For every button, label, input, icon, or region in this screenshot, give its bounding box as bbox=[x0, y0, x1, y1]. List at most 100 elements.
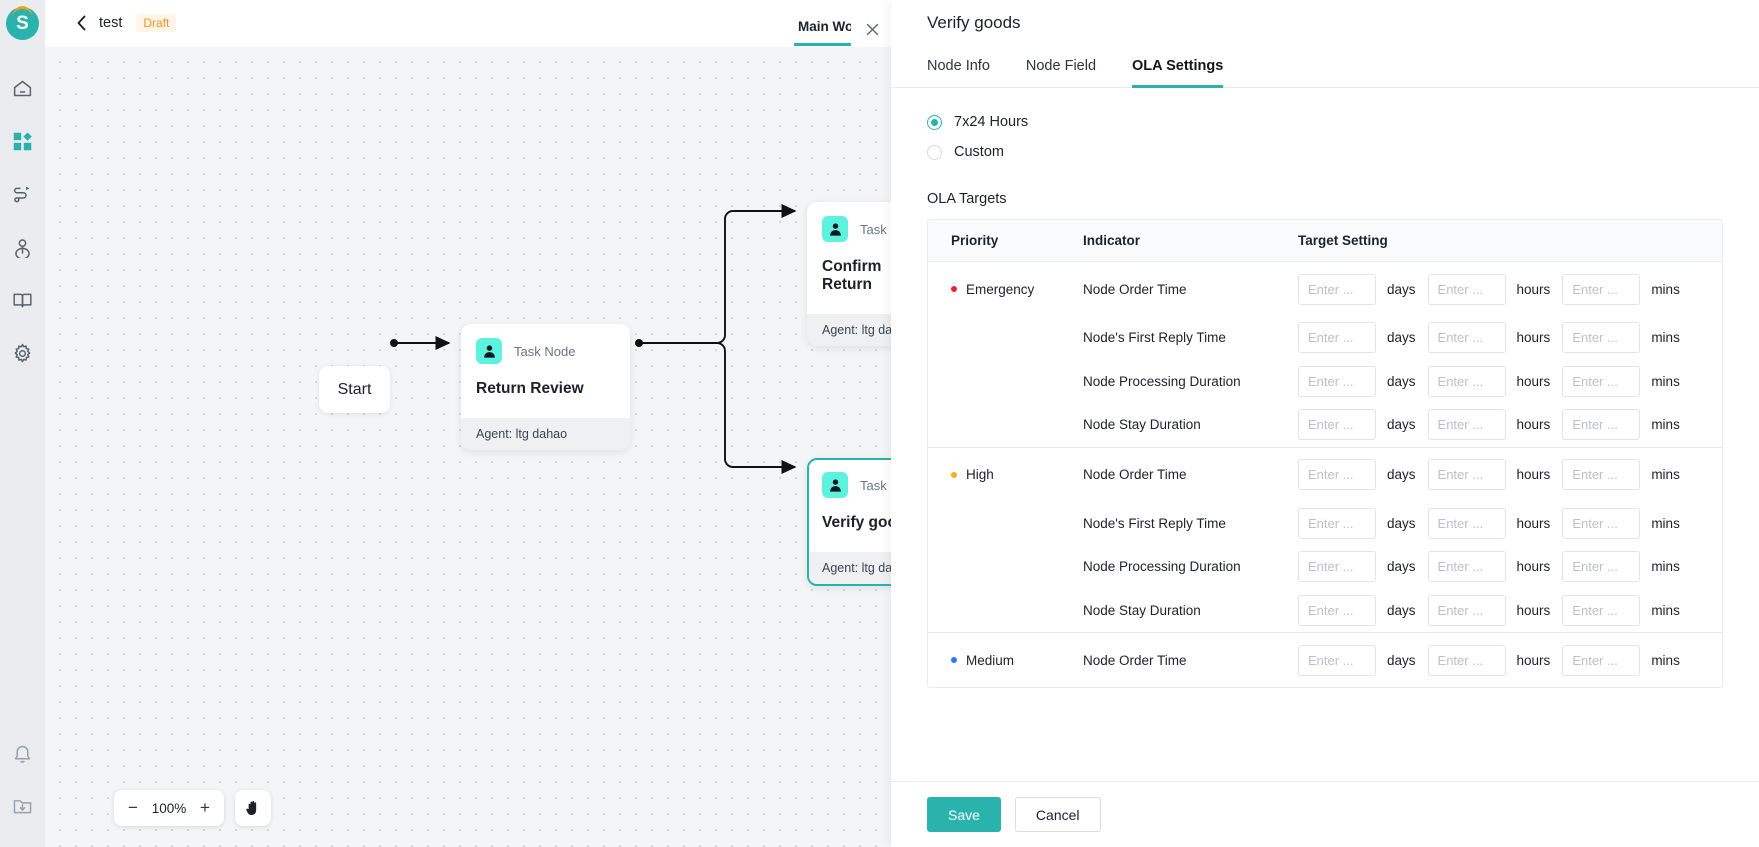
node-agent-label: Agent: ltg dahao bbox=[461, 417, 630, 450]
target-setting-cell: dayshoursmins bbox=[1298, 644, 1680, 676]
zoom-in-button[interactable]: + bbox=[200, 798, 210, 817]
unit-label-days: days bbox=[1387, 330, 1416, 346]
person-icon bbox=[476, 338, 502, 364]
priority-cell: Medium bbox=[928, 653, 1083, 668]
target-mins-input[interactable] bbox=[1562, 551, 1641, 583]
target-hours-input[interactable] bbox=[1427, 551, 1506, 583]
sidebar-item-users[interactable] bbox=[0, 221, 45, 274]
unit-label-days: days bbox=[1387, 467, 1416, 482]
unit-label-days: days bbox=[1387, 652, 1416, 668]
target-mins-input[interactable] bbox=[1562, 507, 1641, 539]
target-days-input[interactable] bbox=[1298, 273, 1376, 305]
node-type-label: Task Node bbox=[514, 343, 576, 359]
node-title: Confirm Return bbox=[822, 258, 882, 293]
target-days-input[interactable] bbox=[1298, 644, 1376, 676]
sidebar-item-settings[interactable] bbox=[0, 327, 45, 380]
target-hours-input[interactable] bbox=[1427, 507, 1506, 539]
column-header-priority: Priority bbox=[951, 233, 999, 248]
target-mins-input[interactable] bbox=[1562, 273, 1641, 305]
target-setting-cell: dayshoursmins bbox=[1298, 322, 1680, 354]
unit-label-mins: mins bbox=[1651, 559, 1680, 575]
pan-tool-button[interactable] bbox=[235, 790, 271, 826]
sidebar-item-workflow[interactable] bbox=[0, 168, 45, 221]
priority-label: Emergency bbox=[966, 281, 1035, 297]
sidebar-item-notifications[interactable] bbox=[0, 727, 45, 780]
node-settings-panel: Verify goods Node Info Node Field OLA Se… bbox=[891, 0, 1759, 847]
zoom-out-button[interactable]: − bbox=[128, 798, 138, 817]
target-hours-input[interactable] bbox=[1427, 459, 1506, 490]
target-hours-input[interactable] bbox=[1427, 644, 1506, 676]
sidebar-item-apps[interactable] bbox=[0, 115, 45, 168]
unit-label-mins: mins bbox=[1651, 417, 1680, 433]
target-hours-input[interactable] bbox=[1427, 273, 1506, 305]
target-days-input[interactable] bbox=[1298, 409, 1376, 441]
unit-label-mins: mins bbox=[1651, 652, 1680, 668]
sidebar-item-downloads[interactable] bbox=[0, 780, 45, 833]
node-header: Task Node bbox=[476, 338, 615, 364]
priority-label: Medium bbox=[966, 652, 1015, 668]
zoom-control-group: − 100% + bbox=[114, 790, 224, 826]
target-days-input[interactable] bbox=[1298, 551, 1376, 583]
target-setting-cell: dayshoursmins bbox=[1298, 459, 1680, 490]
target-days-input[interactable] bbox=[1298, 365, 1376, 397]
unit-label-hours: hours bbox=[1516, 417, 1551, 433]
target-days-input[interactable] bbox=[1298, 459, 1376, 490]
target-mins-input[interactable] bbox=[1562, 644, 1641, 676]
tab-node-field[interactable]: Node Field bbox=[1025, 58, 1097, 74]
save-button[interactable]: Save bbox=[927, 797, 1001, 832]
sidebar-item-home[interactable] bbox=[0, 62, 45, 115]
edge-port-start bbox=[390, 339, 398, 347]
target-hours-input[interactable] bbox=[1427, 322, 1506, 354]
target-days-input[interactable] bbox=[1298, 322, 1376, 354]
target-hours-input[interactable] bbox=[1427, 365, 1506, 397]
ola-targets-label: OLA Targets bbox=[927, 191, 1007, 207]
target-mins-input[interactable] bbox=[1562, 459, 1641, 490]
close-x-glyph bbox=[866, 23, 879, 36]
tab-main-workflow[interactable]: Main Wo bbox=[794, 19, 851, 46]
unit-label-mins: mins bbox=[1651, 373, 1680, 389]
target-days-input[interactable] bbox=[1298, 594, 1376, 626]
node-return-review[interactable]: Task Node Return Review Agent: ltg dahao bbox=[461, 324, 630, 450]
node-start[interactable]: Start bbox=[319, 366, 390, 413]
radio-label: Custom bbox=[954, 144, 1004, 160]
status-badge: Draft bbox=[136, 14, 177, 32]
target-mins-input[interactable] bbox=[1562, 409, 1641, 441]
unit-label-days: days bbox=[1387, 281, 1416, 297]
target-setting-cell: dayshoursmins bbox=[1298, 409, 1680, 441]
apps-icon bbox=[13, 132, 32, 151]
unit-label-hours: hours bbox=[1516, 330, 1551, 346]
radio-option-custom[interactable]: Custom bbox=[927, 144, 1723, 160]
home-icon bbox=[13, 80, 32, 97]
table-row: Node Stay Durationdayshoursmins bbox=[928, 589, 1722, 633]
cancel-button[interactable]: Cancel bbox=[1014, 797, 1101, 832]
unit-label-days: days bbox=[1387, 602, 1416, 618]
download-folder-icon bbox=[13, 800, 32, 814]
panel-footer: Save Cancel bbox=[891, 781, 1759, 847]
table-row: Node's First Reply Timedayshoursmins bbox=[928, 316, 1722, 360]
sidebar-item-knowledge[interactable] bbox=[0, 274, 45, 327]
tab-node-info[interactable]: Node Info bbox=[927, 58, 990, 74]
body-bottom-spacer bbox=[927, 688, 1723, 710]
target-hours-input[interactable] bbox=[1427, 594, 1506, 626]
target-setting-cell: dayshoursmins bbox=[1298, 507, 1680, 539]
radio-option-7x24-hours[interactable]: 7x24 Hours bbox=[927, 114, 1723, 130]
workflow-tabs: Main Wo bbox=[794, 19, 880, 46]
table-row: Node Stay Durationdayshoursmins bbox=[928, 403, 1722, 447]
bell-icon bbox=[14, 745, 31, 763]
close-icon[interactable] bbox=[865, 22, 880, 37]
edge-port-task-out bbox=[635, 339, 643, 347]
target-days-input[interactable] bbox=[1298, 507, 1376, 539]
back-button[interactable] bbox=[72, 14, 90, 32]
target-mins-input[interactable] bbox=[1562, 594, 1641, 626]
target-hours-input[interactable] bbox=[1427, 409, 1506, 441]
target-mins-input[interactable] bbox=[1562, 322, 1641, 354]
panel-title: Verify goods bbox=[927, 13, 1021, 32]
priority-label: High bbox=[966, 467, 994, 482]
tab-ola-settings[interactable]: OLA Settings bbox=[1132, 58, 1224, 88]
app-logo[interactable]: S bbox=[6, 6, 39, 40]
target-mins-input[interactable] bbox=[1562, 365, 1641, 397]
table-row: Node's First Reply Timedayshoursmins bbox=[928, 502, 1722, 546]
